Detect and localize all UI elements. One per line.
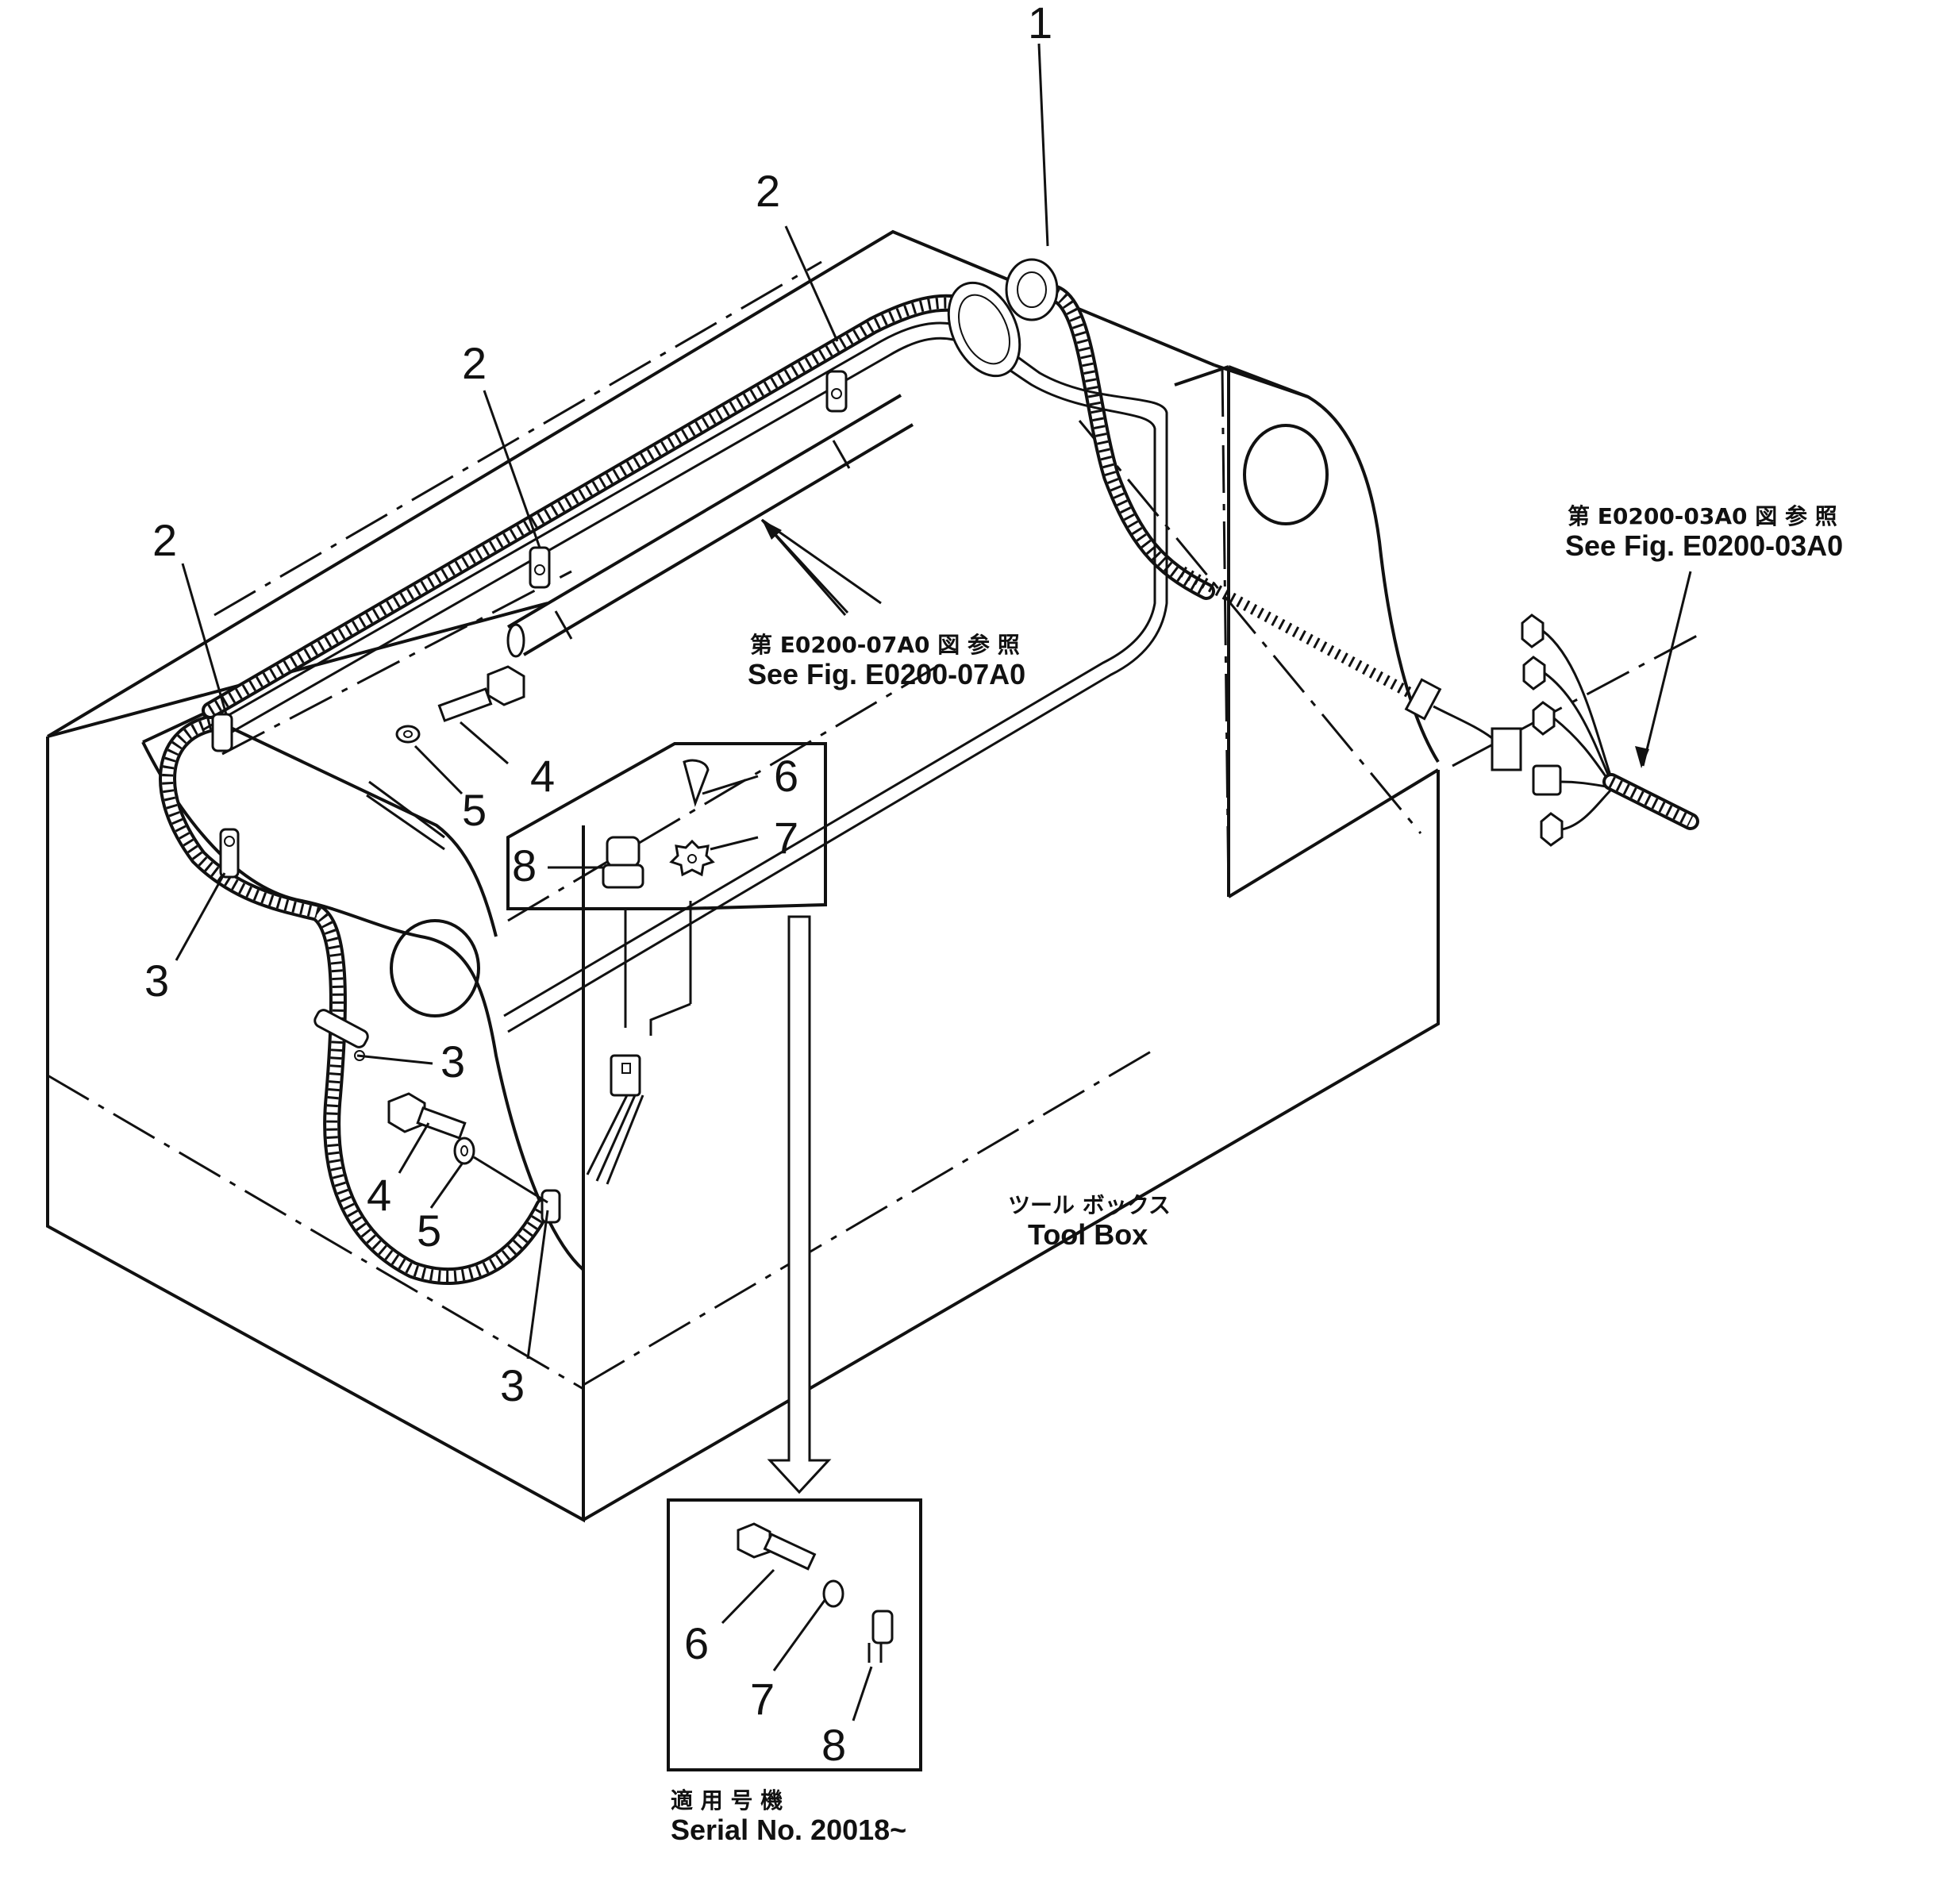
- washer-lower: [453, 1137, 548, 1204]
- callout-7-inset: 7: [750, 1674, 775, 1724]
- tool-box-outline: [46, 229, 1699, 1523]
- callout-labels: 1 2 2 2 3 3 3 4 4 5 5 6 7 8 6 7 8: [144, 0, 1052, 1770]
- clamps: [211, 370, 848, 1224]
- callout-3-bottom: 3: [500, 1360, 525, 1410]
- detail-arrow: [767, 915, 832, 1494]
- callout-3-left: 3: [144, 956, 169, 1006]
- left-bracket-panel: [141, 712, 585, 1271]
- callout-6-inset: 6: [684, 1618, 709, 1668]
- switch-detail-panel: [506, 742, 827, 1185]
- callout-6-panel: 6: [774, 751, 798, 801]
- serial-inset-box: [667, 1498, 922, 1771]
- callout-4-upper: 4: [530, 751, 555, 801]
- leader-lines: [175, 43, 1692, 1721]
- callout-3-mid: 3: [440, 1037, 465, 1087]
- ref-03-en: See Fig. E0200-03A0: [1565, 529, 1843, 562]
- serial-label-en: Serial No. 20018~: [671, 1814, 906, 1846]
- callout-2-mid: 2: [462, 338, 487, 388]
- callout-7-panel: 7: [774, 813, 798, 863]
- callout-5-upper: 5: [462, 785, 487, 835]
- toolbox-label-jp: ツール ボックス: [1008, 1192, 1171, 1218]
- callout-8-panel: 8: [512, 840, 537, 890]
- callout-2-left: 2: [152, 515, 177, 565]
- ref-07-jp: 第 E0200-07A0 図 参 照: [750, 632, 1020, 658]
- reference-notes: 第 E0200-07A0 図 参 照 See Fig. E0200-07A0 第…: [671, 503, 1843, 1846]
- callout-8-inset: 8: [821, 1720, 846, 1770]
- ref-07-en: See Fig. E0200-07A0: [748, 658, 1025, 690]
- ref-03-jp: 第 E0200-03A0 図 参 照: [1568, 503, 1837, 529]
- callout-5-lower: 5: [417, 1206, 441, 1256]
- callout-1: 1: [1028, 0, 1052, 48]
- callout-2-top: 2: [756, 166, 780, 216]
- right-bracket-panel: [1174, 365, 1440, 764]
- reference-pipe: [506, 394, 914, 658]
- toolbox-label-en: Tool Box: [1028, 1218, 1148, 1251]
- connector-cluster: [1521, 614, 1699, 847]
- bolt-lower: [387, 1092, 467, 1140]
- callout-4-lower: 4: [367, 1170, 391, 1220]
- serial-label-jp: 適 用 号 機: [671, 1787, 783, 1814]
- washer-upper: [395, 725, 421, 744]
- wiring-harness: [159, 258, 1522, 1285]
- bolt-upper: [437, 665, 525, 722]
